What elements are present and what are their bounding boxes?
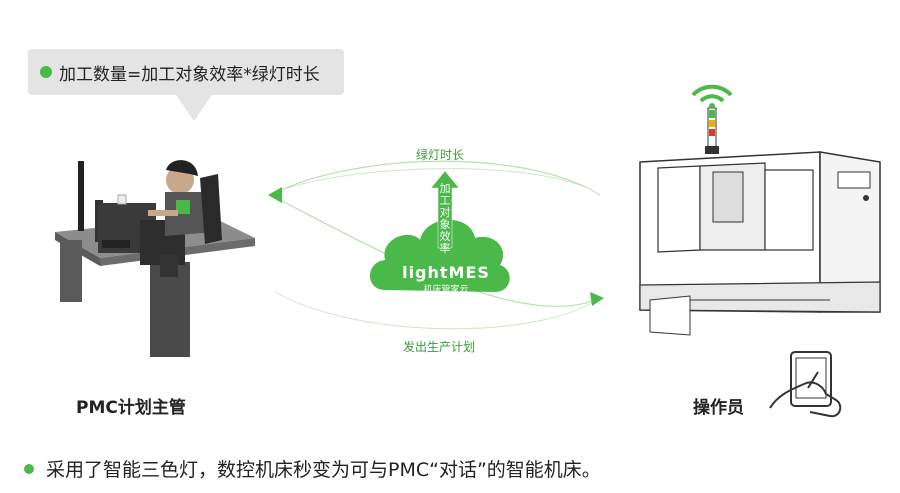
footer-text: 采用了智能三色灯，数控机床秒变为可与PMC“对话”的智能机床。 — [46, 459, 601, 481]
wifi-signal-icon — [691, 84, 733, 97]
cloud-brand-logo: lightMES — [402, 263, 490, 282]
footer-bullet-icon — [24, 463, 34, 474]
efficiency-arrow-label: 加工对象效率 — [439, 182, 451, 255]
tablet-hand-icon — [769, 351, 842, 418]
footer-note: 采用了智能三色灯，数控机床秒变为可与PMC“对话”的智能机床。 — [24, 455, 601, 482]
operator-role-label: 操作员 — [693, 398, 744, 418]
flow-arrow-left-icon — [268, 187, 282, 203]
flow-arrows — [268, 160, 604, 330]
formula-bubble: 加工数量=加工对象效率*绿灯时长 — [28, 49, 344, 121]
formula-text: 加工数量=加工对象效率*绿灯时长 — [59, 64, 320, 85]
pmc-desk-illustration — [55, 160, 255, 357]
cloud-subtitle: 机床管家云 — [423, 285, 469, 295]
flow-arrow-right-icon — [590, 292, 604, 306]
pmc-role-label: PMC计划主管 — [76, 398, 186, 418]
efficiency-arrow-icon — [430, 170, 460, 249]
flow-top-label: 绿灯时长 — [416, 148, 465, 162]
cnc-machine-illustration — [639, 84, 881, 336]
green-bullet-icon — [40, 66, 52, 78]
flow-bottom-label: 发出生产计划 — [403, 340, 476, 354]
cloud-illustration — [370, 170, 510, 292]
